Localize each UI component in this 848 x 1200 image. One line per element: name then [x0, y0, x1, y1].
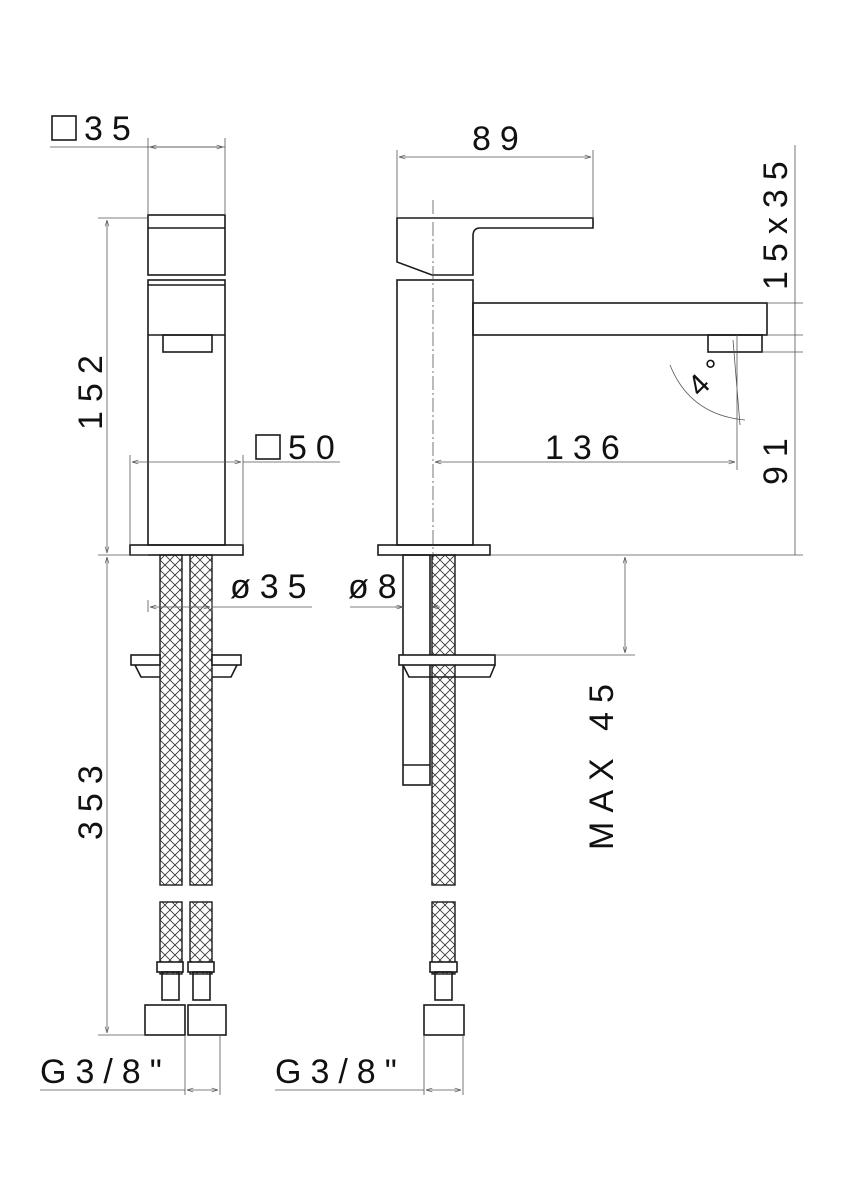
dim-spout-reach: 136: [545, 429, 629, 467]
nut-left: [144, 1004, 186, 1036]
bracket-right: [211, 654, 242, 666]
dim-spout-height: 91: [757, 429, 795, 485]
hose-side: [431, 554, 456, 886]
front-aerator: [162, 334, 213, 353]
hose-right: [189, 554, 213, 886]
dim-max-thickness: MAX 45: [583, 675, 621, 850]
dim-angle: 4°: [682, 347, 738, 403]
square-symbol-icon: [51, 115, 77, 141]
dim-body-height: 152: [72, 346, 110, 430]
square-symbol-icon: [255, 434, 281, 460]
side-base: [377, 544, 491, 556]
front-base: [129, 544, 244, 556]
side-body: [396, 279, 474, 546]
front-handle: [147, 214, 226, 276]
dimension-lines: [40, 138, 803, 1095]
dim-handle-section: 15x35: [757, 152, 795, 290]
dim-spout-reach-top: 89: [472, 120, 528, 158]
connection-left: G3/8": [40, 1053, 171, 1091]
bracket-side: [398, 654, 496, 666]
bracket-left: [130, 654, 161, 666]
side-view: [377, 200, 768, 1036]
front-view: [129, 214, 244, 1036]
nut-side: [423, 1004, 465, 1036]
nut-right: [187, 1004, 227, 1036]
hose-left: [159, 554, 183, 886]
side-handle: [396, 217, 594, 276]
mounting-pin: [402, 554, 431, 786]
dim-hose-length: 353: [72, 756, 110, 840]
side-aerator: [707, 334, 763, 353]
spout: [472, 302, 768, 336]
dim-pin-diameter: ø8: [348, 568, 406, 606]
dim-top-square: 35: [84, 110, 140, 148]
dim-base-square: 50: [288, 429, 344, 467]
front-body: [147, 279, 226, 546]
connection-right: G3/8": [275, 1053, 406, 1091]
dim-hole-diameter: ø35: [230, 568, 316, 606]
